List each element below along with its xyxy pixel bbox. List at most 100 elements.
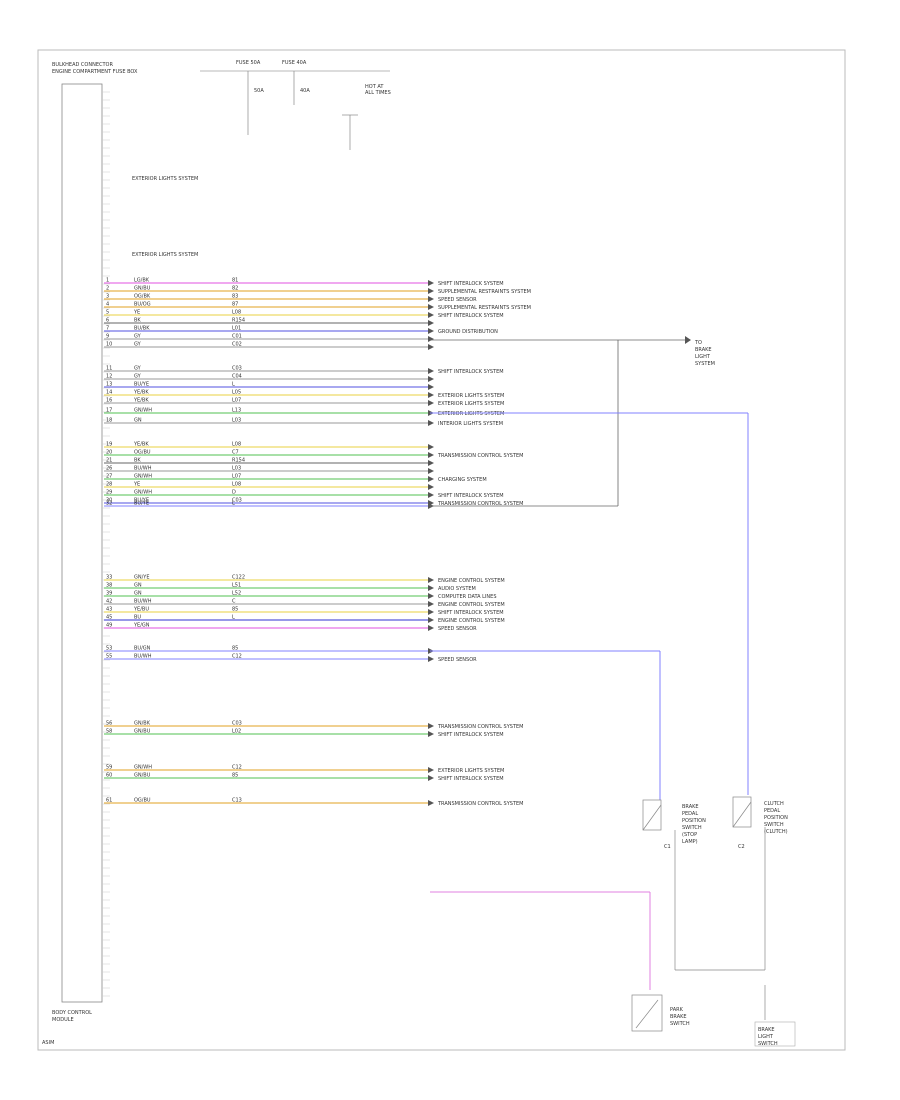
wire-pin: 58	[106, 729, 112, 735]
wire-color: YE/GN	[133, 623, 150, 629]
wire-arrow	[428, 312, 434, 318]
wire-code: 85	[232, 773, 238, 779]
clutch-switch-label-5: (CLUTCH)	[764, 829, 788, 835]
wire-pin: 10	[106, 342, 112, 348]
wire-arrow	[428, 444, 434, 450]
clutch-switch-label-4: SWITCH	[764, 822, 784, 828]
clutch-switch-label-2: PEDAL	[764, 808, 780, 814]
wire-ref: SHIFT INTERLOCK SYSTEM	[438, 281, 504, 287]
wire-code: L03	[232, 418, 241, 424]
wire-ref: SHIFT INTERLOCK SYSTEM	[438, 369, 504, 375]
wire-pin: 56	[106, 721, 112, 727]
wire-arrow	[428, 452, 434, 458]
park-switch-label-3: SWITCH	[670, 1021, 690, 1027]
wire-pin: 27	[106, 474, 112, 480]
wire-pin: 53	[106, 646, 112, 652]
wire-color: YE/BK	[133, 398, 149, 404]
wire-pin: 7	[106, 326, 109, 332]
wire-color: BU/BK	[134, 326, 150, 332]
wire-ref: SHIFT INTERLOCK SYSTEM	[438, 313, 504, 319]
wire-color: GY	[134, 374, 142, 380]
wire-ref: TRANSMISSION CONTROL SYSTEM	[437, 724, 523, 730]
wire-ref: TRANSMISSION CONTROL SYSTEM	[437, 453, 523, 459]
wire-arrow	[428, 767, 434, 773]
brake-switch-label-4: SWITCH	[682, 825, 702, 831]
wire-pin: 49	[106, 623, 112, 629]
wire-color: BU/YE	[134, 498, 149, 504]
wire-color: BU/OG	[134, 302, 151, 308]
wire-ref: TRANSMISSION CONTROL SYSTEM	[437, 501, 523, 507]
wire-ref: SHIFT INTERLOCK SYSTEM	[438, 610, 504, 616]
wire-pin: 19	[106, 442, 112, 448]
module-label-1: BODY CONTROL	[52, 1010, 92, 1016]
wire-code: L	[232, 382, 235, 388]
wire-color: OG/BU	[134, 798, 151, 804]
wire-color: GN/WH	[134, 474, 152, 480]
wire-pin: 29	[106, 490, 112, 496]
wire-ref: EXTERIOR LIGHTS SYSTEM	[438, 411, 504, 417]
wire-arrow	[428, 484, 434, 490]
wire-code: L51	[232, 583, 241, 589]
wire-pin: 17	[106, 408, 112, 414]
brake-switch-label-6: LAMP)	[682, 839, 698, 845]
wire-code: L01	[232, 326, 241, 332]
brake-switch-label-5: (STOP	[682, 832, 697, 838]
wire-code: L02	[232, 729, 241, 735]
wire-ref: SHIFT INTERLOCK SYSTEM	[438, 732, 504, 738]
wire-color: YE	[133, 482, 140, 488]
bcm-ref-3: LIGHT	[695, 354, 711, 360]
wire-pin: 33	[106, 575, 112, 581]
wire-arrow	[428, 420, 434, 426]
wire-code: L05	[232, 390, 241, 396]
wire-color: BU/YE	[134, 501, 149, 507]
wire-arrow	[428, 400, 434, 406]
c2-label: C2	[738, 844, 745, 850]
wire-arrow	[428, 617, 434, 623]
wire-pin: 42	[106, 599, 112, 605]
brake-switch-label-1: BRAKE	[682, 804, 699, 810]
wire-ref: CHARGING SYSTEM	[438, 477, 487, 483]
wire-pin: 4	[106, 302, 109, 308]
wire-code: L08	[232, 310, 241, 316]
ground-label-2: LIGHT	[758, 1034, 774, 1040]
wire-arrow	[428, 609, 434, 615]
top-ref-2: EXTERIOR LIGHTS SYSTEM	[132, 252, 198, 258]
wire-pin: 26	[106, 466, 112, 472]
wire-color: GN/WH	[134, 408, 152, 414]
wire-color: BU/YE	[134, 382, 149, 388]
wire-color: BU	[134, 615, 141, 621]
right-circuits: TO BRAKE LIGHT SYSTEM BRAKE PEDAL POSITI…	[430, 336, 796, 1047]
wire-arrow	[428, 656, 434, 662]
wire-arrow	[428, 320, 434, 326]
wire-code: C	[232, 599, 236, 605]
wire-pin: 12	[106, 374, 112, 380]
wire-color: GN/WH	[134, 765, 152, 771]
wire-ref: INTERIOR LIGHTS SYSTEM	[438, 421, 503, 427]
header-line-1: BULKHEAD CONNECTOR	[52, 62, 113, 68]
diagram-frame	[37, 49, 846, 1051]
wire-color: GN	[134, 591, 142, 597]
wire-color: OG/BU	[134, 450, 151, 456]
wire-arrow	[428, 476, 434, 482]
wire-pin: 20	[106, 450, 112, 456]
wire-ref: ENGINE CONTROL SYSTEM	[438, 578, 505, 584]
wire-arrow	[428, 601, 434, 607]
wire-ref: SPEED SENSOR	[438, 626, 477, 632]
park-switch-label-2: BRAKE	[670, 1014, 687, 1020]
wire-pin: 38	[106, 583, 112, 589]
wire-arrow	[428, 368, 434, 374]
wire-code: C03	[232, 366, 242, 372]
wire-pin: 5	[106, 310, 109, 316]
top-ref-1: EXTERIOR LIGHTS SYSTEM	[132, 176, 198, 182]
hot-at-run-1: HOT AT	[365, 84, 384, 90]
wire-pin: 16	[106, 398, 112, 404]
wire-arrow	[428, 577, 434, 583]
wire-pin: 43	[106, 607, 112, 613]
wire-code: C13	[232, 798, 242, 804]
wire-code: 85	[232, 607, 238, 613]
wire-arrow	[428, 723, 434, 729]
wire-color: BU/WH	[134, 654, 152, 660]
wire-code: 82	[232, 286, 238, 292]
